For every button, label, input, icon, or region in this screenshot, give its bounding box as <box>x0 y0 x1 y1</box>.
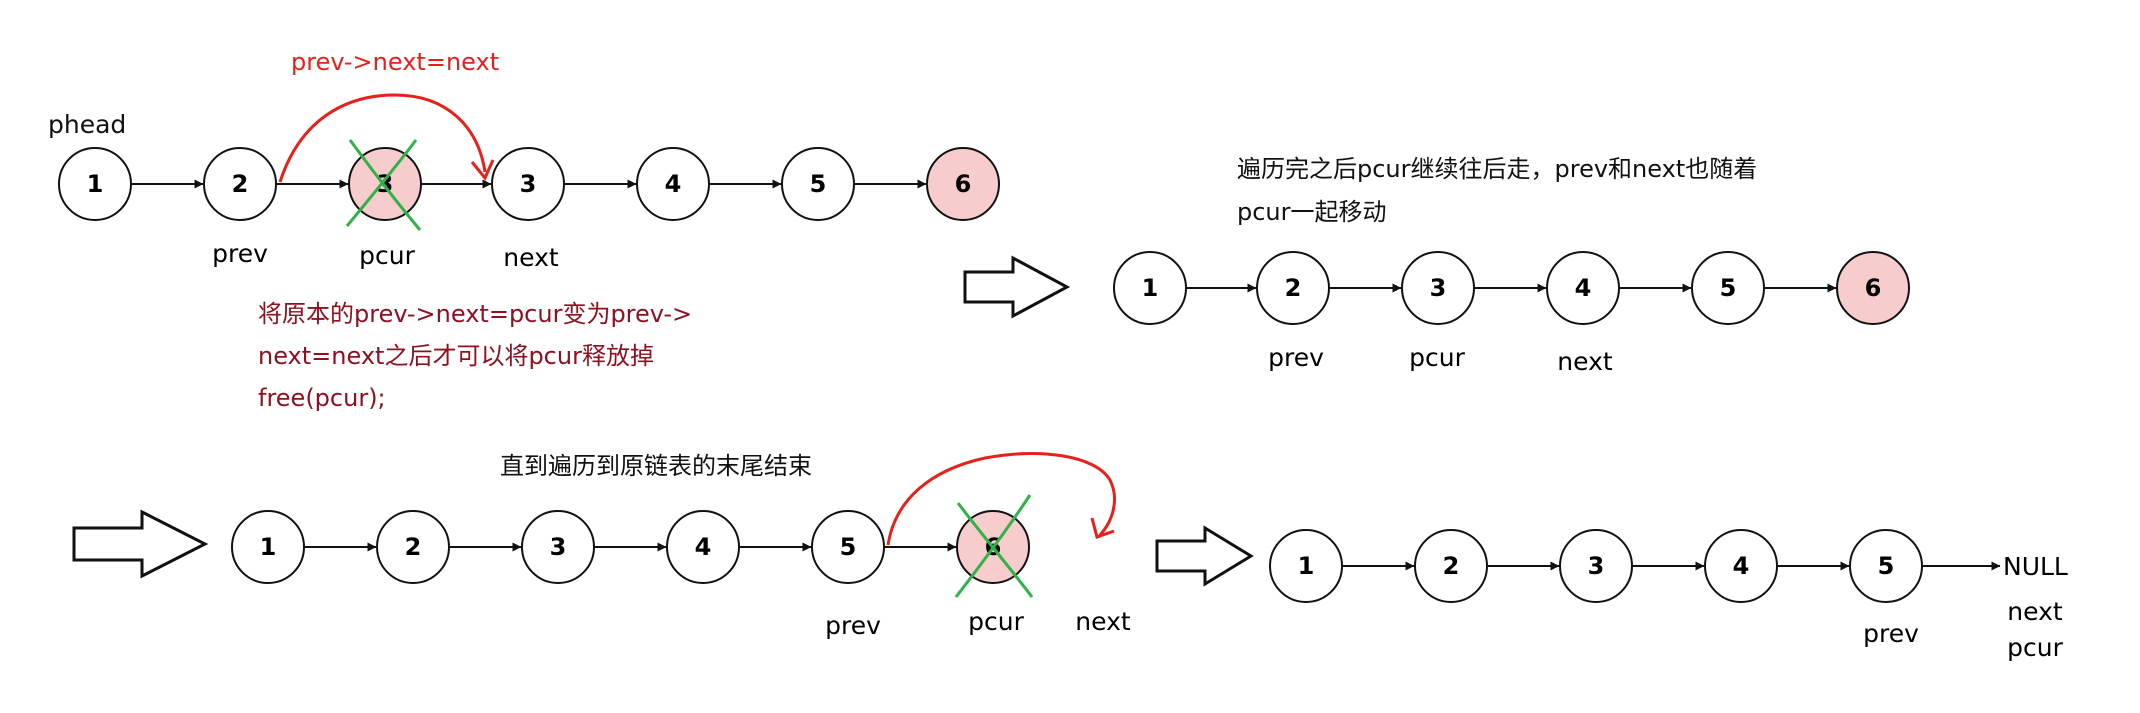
node: 4 <box>1546 251 1620 325</box>
node-value: 5 <box>1878 552 1895 580</box>
node: 4 <box>1704 529 1778 603</box>
cross-icon <box>345 139 422 231</box>
curved-arrow-icon <box>886 452 1116 546</box>
node-value: 4 <box>695 533 712 561</box>
node: 5 <box>811 510 885 584</box>
explanation-line: pcur一起移动 <box>1237 198 1387 226</box>
node-value: 3 <box>520 170 537 198</box>
node-value: 4 <box>1575 274 1592 302</box>
explanation-line: next=next之后才可以将pcur释放掉 <box>258 342 654 370</box>
bottom-diagram: 1 2 3 4 5 6 prev pcur <box>231 452 1131 640</box>
node: 1 <box>1269 529 1343 603</box>
node: 4 <box>666 510 740 584</box>
right-diagram: 遍历完之后pcur继续往后走，prev和next也随着 pcur一起移动 1 2… <box>1113 155 1910 376</box>
node-value: 1 <box>260 533 277 561</box>
node-value: 5 <box>1720 274 1737 302</box>
node-tail: 6 <box>1836 251 1910 325</box>
node-value: 2 <box>1443 552 1460 580</box>
prev-label: prev <box>212 239 268 268</box>
pcur-label: pcur <box>2007 633 2063 662</box>
node: 1 <box>231 510 305 584</box>
node-value: 4 <box>665 170 682 198</box>
end-note: 直到遍历到原链表的末尾结束 <box>500 452 812 480</box>
next-label: next <box>1075 607 1131 636</box>
node-value: 2 <box>405 533 422 561</box>
node-value: 2 <box>1285 274 1302 302</box>
node-value: 2 <box>232 170 249 198</box>
node-value: 3 <box>1588 552 1605 580</box>
null-label: NULL <box>2003 552 2068 581</box>
node: 5 <box>1691 251 1765 325</box>
node-value: 3 <box>1430 274 1447 302</box>
node: 2 <box>376 510 450 584</box>
pcur-label: pcur <box>968 607 1024 636</box>
node-value: 1 <box>1298 552 1315 580</box>
node-tail: 6 <box>926 147 1000 221</box>
node-value: 6 <box>955 170 972 198</box>
node-value: 1 <box>87 170 104 198</box>
node-value: 4 <box>1733 552 1750 580</box>
cross-icon <box>954 494 1034 598</box>
prev-label: prev <box>1268 343 1324 372</box>
node: 5 <box>781 147 855 221</box>
node: 4 <box>636 147 710 221</box>
node: 3 <box>521 510 595 584</box>
node: 1 <box>1113 251 1187 325</box>
explanation-line: 将原本的prev->next=pcur变为prev-> <box>258 300 692 328</box>
node: 3 <box>1559 529 1633 603</box>
node-value: 6 <box>1865 274 1882 302</box>
node: 3 <box>1401 251 1475 325</box>
next-label: next <box>503 243 559 272</box>
prev-label: prev <box>1863 619 1919 648</box>
node: 1 <box>58 147 132 221</box>
explanation-line: free(pcur); <box>258 384 386 412</box>
node: 2 <box>1414 529 1488 603</box>
node: 3 <box>491 147 565 221</box>
node-value: 5 <box>810 170 827 198</box>
explanation-line: 遍历完之后pcur继续往后走，prev和next也随着 <box>1237 155 1757 183</box>
prev-next-annotation: prev->next=next <box>291 48 499 76</box>
phead-label: phead <box>48 110 126 139</box>
hollow-arrow-icon <box>72 509 209 579</box>
next-label: next <box>1557 347 1613 376</box>
pcur-label: pcur <box>359 241 415 270</box>
next-label: next <box>2007 597 2063 626</box>
top-diagram: prev->next=next phead 1 2 3 3 4 <box>48 48 1000 412</box>
node-value: 3 <box>550 533 567 561</box>
node: 5 <box>1849 529 1923 603</box>
node: 2 <box>203 147 277 221</box>
node: 2 <box>1256 251 1330 325</box>
final-diagram: 1 2 3 4 5 NULL prev next pcur <box>1269 529 2068 662</box>
prev-label: prev <box>825 611 881 640</box>
hollow-arrow-icon <box>1155 525 1254 587</box>
node-value: 1 <box>1142 274 1159 302</box>
curved-arrow-icon <box>278 93 495 183</box>
hollow-arrow-icon <box>963 255 1071 319</box>
node-value: 5 <box>840 533 857 561</box>
pcur-label: pcur <box>1409 343 1465 372</box>
